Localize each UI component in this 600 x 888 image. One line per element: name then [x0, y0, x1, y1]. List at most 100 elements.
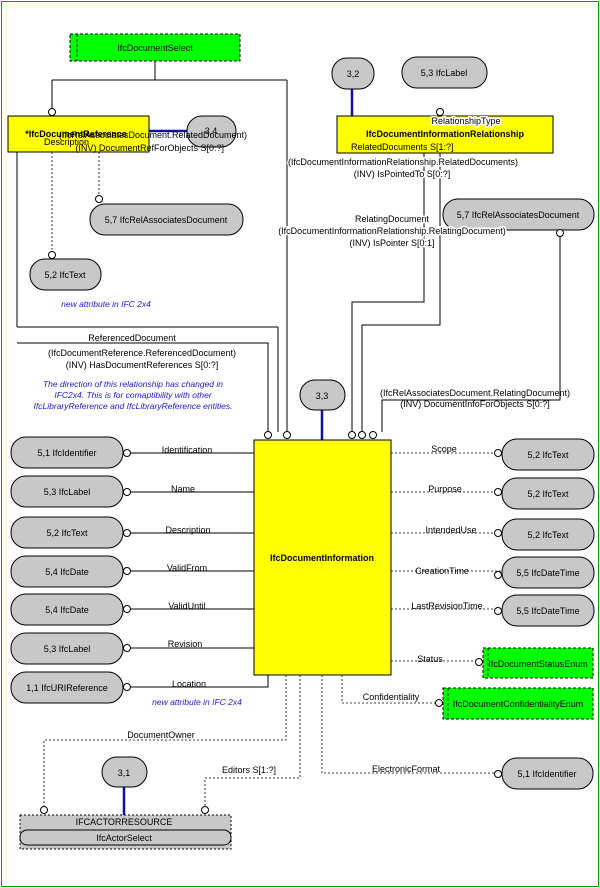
right-type-text-2: 5,2 IfcText	[527, 530, 569, 540]
attr-status: Status	[417, 654, 443, 664]
left-type-oval-1[interactable]	[10, 475, 124, 508]
relation-end-circles	[40, 108, 564, 814]
is-pointed-to-2-text: (INV) IsPointedTo S[0:?]	[354, 169, 451, 179]
ref-5-7-assoc-left-text: 5,7 IfcRelAssociatesDocument	[105, 215, 228, 225]
page-ref-texts: 3,4 3,2 5,3 IfcLabel 5,7 IfcRelAssociate…	[26, 68, 580, 779]
left-type-text-0: 5,1 IfcIdentifier	[37, 448, 96, 458]
right-type-oval-3[interactable]	[501, 556, 595, 589]
electronic-format-type-text: 5,1 IfcIdentifier	[517, 769, 576, 779]
attribute-labels: Identification Name Description ValidFro…	[127, 444, 482, 775]
status-enum-box[interactable]	[482, 647, 594, 679]
left-type-text-1: 5,3 IfcLabel	[44, 487, 91, 497]
dashed-lines	[43, 140, 502, 806]
attr-confidentiality: Confidentiality	[363, 692, 420, 702]
ref-3-2-oval[interactable]	[331, 57, 375, 90]
confidentiality-enum-box[interactable]	[442, 687, 594, 720]
attr-location: Location	[172, 679, 206, 689]
left-type-oval-5[interactable]	[10, 632, 124, 665]
right-type-oval-2[interactable]	[501, 518, 595, 551]
ref-3-2-text: 3,2	[347, 69, 360, 79]
relationship-type-text: RelationshipType	[431, 116, 500, 126]
right-type-text-1: 5,2 IfcText	[527, 489, 569, 499]
ref-5-7-assoc-right-text: 5,7 IfcRelAssociatesDocument	[457, 210, 580, 220]
document-reference-label: *IfcDocumentReference	[25, 129, 127, 139]
is-pointer-2-text: (INV) IsPointer S[0:1]	[349, 238, 434, 248]
right-type-text-0: 5,2 IfcText	[527, 450, 569, 460]
attr-valid-from: ValidFrom	[167, 563, 207, 573]
information-relationship-label: IfcDocumentInformationRelationship	[366, 129, 525, 139]
electronic-format-type-oval[interactable]	[501, 757, 594, 790]
status-enum-label: IfcDocumentStatusEnum	[488, 659, 588, 669]
document-information-box[interactable]	[253, 439, 392, 676]
attr-purpose: Purpose	[428, 484, 462, 494]
actor-select-label: IfcActorSelect	[96, 833, 152, 843]
ref-3-4-text: 3,4	[205, 126, 218, 136]
left-type-oval-0[interactable]	[10, 436, 124, 469]
attr-editors: Editors S[1:?]	[222, 765, 276, 775]
related-documents-text: RelatedDocuments S[1:?]	[351, 142, 454, 152]
attr-creation-time: CreationTime	[415, 566, 469, 576]
left-type-text-2: 5,2 IfcText	[46, 528, 88, 538]
attr-scope: Scope	[431, 444, 457, 454]
info-for-objects-1-text: (IfcRelAssociatesDocument.RelatingDocume…	[380, 388, 570, 398]
ref-3-4-oval[interactable]	[186, 115, 237, 148]
document-reference-box[interactable]	[7, 115, 150, 153]
ref-5-3-label-top-oval[interactable]	[401, 56, 488, 89]
note-direction-3: IfcLibraryReference and IfcLibraryRefere…	[34, 401, 233, 411]
ref-5-7-assoc-right-oval[interactable]	[442, 198, 595, 231]
attr-valid-until: ValidUntil	[168, 601, 205, 611]
ref-5-2-text-left-text: 5,2 IfcText	[44, 270, 86, 280]
document-information-label: IfcDocumentInformation	[270, 553, 374, 563]
document-select-label: IfcDocumentSelect	[117, 43, 193, 53]
ref-3-1-oval[interactable]	[101, 756, 148, 788]
ref-description-text: Description	[44, 137, 89, 147]
page-ref-ovals	[10, 56, 595, 790]
attr-document-owner: DocumentOwner	[127, 730, 195, 740]
attr-identification: Identification	[162, 445, 213, 455]
note-direction-1: The direction of this relationship has c…	[43, 379, 223, 389]
left-type-oval-2[interactable]	[10, 516, 124, 549]
information-relationship-box[interactable]	[336, 115, 554, 154]
attr-electronic-format: ElectronicFormat	[372, 764, 441, 774]
relation-labels: (IfcRelAssociatesDocument.RelatedDocumen…	[44, 115, 570, 410]
document-select-box[interactable]	[69, 33, 241, 62]
right-type-oval-0[interactable]	[501, 438, 595, 471]
left-type-text-4: 5,4 IfcDate	[45, 605, 89, 615]
ref-5-3-label-top-text: 5,3 IfcLabel	[421, 68, 468, 78]
attr-name: Name	[171, 484, 195, 494]
note-direction-2: IFC2x4. This is for comaptibility with o…	[54, 390, 212, 400]
ref-inverse-1-text: (IfcRelAssociatesDocument.RelatedDocumen…	[59, 130, 247, 140]
note-new-attribute-2: new attribute in IFC 2x4	[152, 697, 242, 707]
ref-5-7-assoc-left-oval[interactable]	[89, 203, 244, 236]
attr-description: Description	[165, 525, 210, 535]
has-refs-1-text: (IfcDocumentReference.ReferencedDocument…	[48, 348, 236, 358]
right-type-text-4: 5,5 IfcDateTime	[516, 606, 579, 616]
left-type-oval-6[interactable]	[10, 671, 124, 704]
actor-resource-label: IFCACTORRESOURCE	[76, 817, 173, 827]
page-ref-lines	[122, 89, 354, 817]
left-type-text-3: 5,4 IfcDate	[45, 567, 89, 577]
right-type-text-3: 5,5 IfcDateTime	[516, 568, 579, 578]
is-pointed-to-1-text: (IfcDocumentInformationRelationship.Rela…	[288, 157, 518, 167]
ref-inverse-2-text: (INV) DocumentRefForObjects S[0:?]	[75, 143, 224, 153]
right-type-oval-4[interactable]	[501, 594, 595, 627]
confidentiality-enum-label: IfcDocumentConfidentialityEnum	[453, 699, 584, 709]
left-type-oval-4[interactable]	[10, 593, 124, 626]
attr-last-revision-time: LastRevisionTime	[411, 601, 482, 611]
ref-5-2-text-left-oval[interactable]	[29, 258, 102, 291]
info-for-objects-2-text: (INV) DocumentInfoForObjects S[0:?]	[400, 399, 550, 409]
actor-select-box[interactable]	[19, 829, 232, 846]
left-type-text-6: 1,1 IfcURIReference	[26, 683, 108, 693]
notes: new attribute in IFC 2x4 The direction o…	[34, 299, 243, 707]
ref-3-1-text: 3,1	[118, 768, 131, 778]
attr-revision: Revision	[168, 639, 203, 649]
right-type-oval-1[interactable]	[501, 477, 595, 510]
attr-intended-use: IntendedUse	[425, 525, 476, 535]
left-type-text-5: 5,3 IfcLabel	[44, 644, 91, 654]
ref-3-3-oval[interactable]	[299, 379, 346, 411]
left-type-oval-3[interactable]	[10, 555, 124, 588]
referenced-document-text: ReferencedDocument	[88, 333, 176, 343]
is-pointer-1-text: (IfcDocumentInformationRelationship.Rela…	[278, 226, 506, 236]
